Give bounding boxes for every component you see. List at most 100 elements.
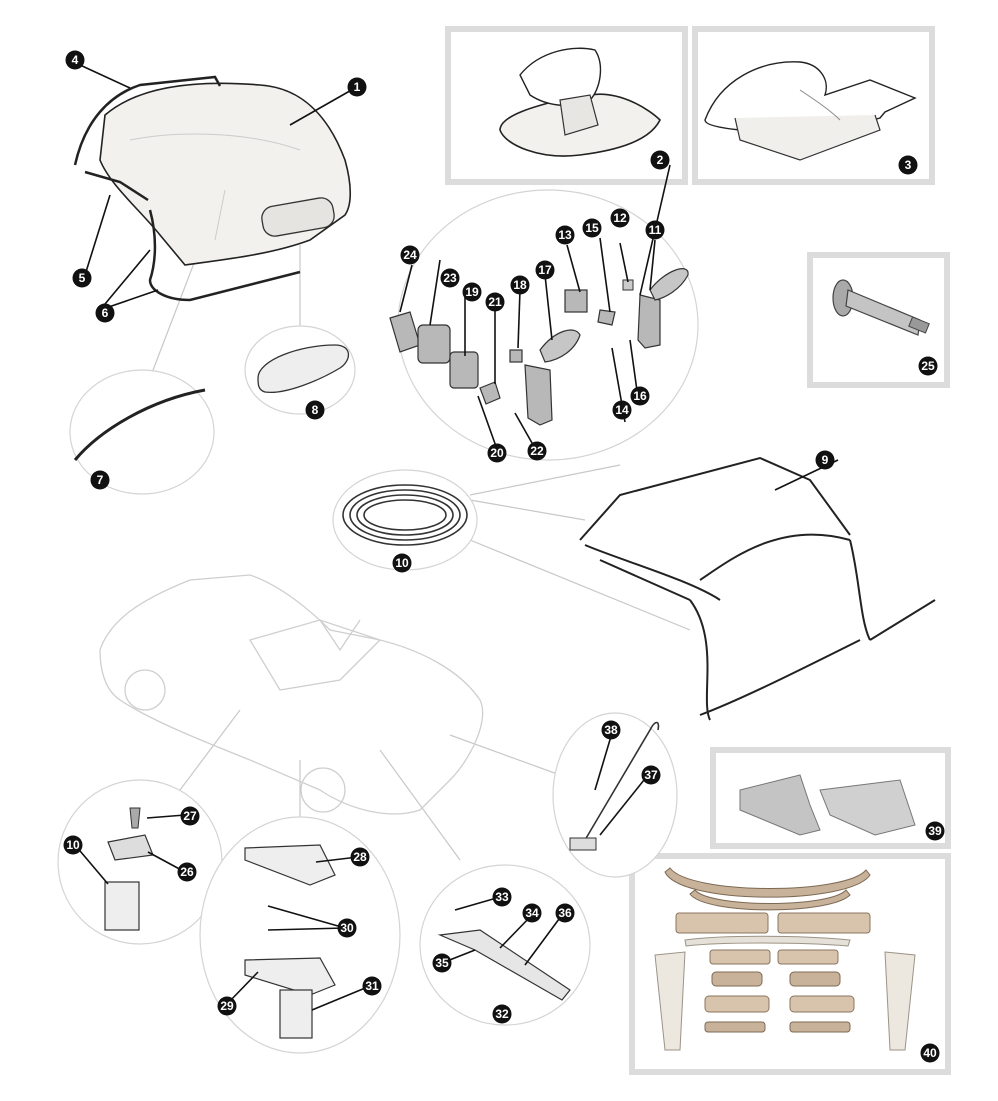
callout-dot — [815, 450, 835, 470]
callout-c6: 6 — [95, 303, 115, 323]
callout-label: 10 — [66, 838, 80, 852]
callout-c26: 26 — [177, 862, 197, 882]
catch — [569, 837, 597, 851]
tonneau-cover-part-3 — [704, 61, 917, 161]
bracket-left — [739, 774, 821, 836]
panel-part-2 — [445, 26, 688, 185]
callout-c10a: 10 — [392, 553, 412, 573]
callout-dot — [555, 903, 575, 923]
callout-label: 20 — [490, 446, 504, 460]
callout-label: 10 — [395, 556, 409, 570]
callout-dot — [601, 720, 621, 740]
callout-dot — [63, 835, 83, 855]
callout-label: 8 — [312, 403, 319, 417]
callout-dot — [535, 260, 555, 280]
panel-part-39 — [710, 747, 951, 849]
callout-c1: 1 — [347, 77, 367, 97]
callout-label: 2 — [657, 153, 664, 167]
callout-c7: 7 — [90, 470, 110, 490]
callout-c4: 4 — [65, 50, 85, 70]
callout-dot — [337, 918, 357, 938]
callout-label: 33 — [495, 890, 509, 904]
callout-dot — [400, 245, 420, 265]
callout-dot — [72, 268, 92, 288]
soft-top-cover — [99, 82, 352, 266]
callout-label: 11 — [649, 223, 662, 237]
car-outline — [99, 574, 484, 815]
callout-label: 14 — [615, 403, 629, 417]
callout-dot — [510, 275, 530, 295]
callout-label: 34 — [525, 906, 539, 920]
callout-c24: 24 — [400, 245, 420, 265]
pivot-pin-part-25 — [832, 279, 930, 336]
seal-strips — [73, 75, 301, 302]
callout-c8: 8 — [305, 400, 325, 420]
callout-label: 4 — [72, 53, 79, 67]
callout-arrows — [74, 64, 839, 1011]
strap — [437, 929, 571, 1001]
callout-dot — [650, 150, 670, 170]
callout-c11: 11 — [645, 220, 665, 240]
callout-dot — [492, 887, 512, 907]
callout-c29: 29 — [217, 996, 237, 1016]
bubble-parts-37-38 — [552, 712, 678, 878]
callout-dot — [95, 303, 115, 323]
callout-dot — [347, 77, 367, 97]
callout-c13: 13 — [555, 225, 575, 245]
hood-bag-part-2 — [499, 47, 661, 157]
callout-c5: 5 — [72, 268, 92, 288]
callout-dot — [641, 765, 661, 785]
wood-kit-part-40 — [654, 867, 916, 1051]
callout-c31: 31 — [362, 976, 382, 996]
callout-c35: 35 — [432, 953, 452, 973]
panel-part-40 — [629, 853, 951, 1075]
wedge-block — [104, 881, 140, 931]
callout-label: 38 — [604, 723, 618, 737]
bracket-upper — [244, 844, 336, 886]
callout-label: 18 — [513, 278, 527, 292]
latch-parts — [389, 268, 689, 426]
panel-part-25 — [807, 252, 950, 388]
callout-label: 7 — [97, 473, 104, 487]
bracket-right — [819, 779, 916, 836]
panel-part-3 — [692, 26, 935, 185]
callout-dot — [610, 208, 630, 228]
callout-dot — [350, 847, 370, 867]
callout-label: 19 — [465, 285, 479, 299]
callout-label: 1 — [354, 80, 361, 94]
callout-dot — [217, 996, 237, 1016]
callout-label: 24 — [403, 248, 417, 262]
callout-dot — [555, 225, 575, 245]
callout-dot — [645, 220, 665, 240]
callout-dot — [392, 553, 412, 573]
callout-c30: 30 — [337, 918, 357, 938]
callout-label: 21 — [488, 295, 502, 309]
callout-c40: 40 — [920, 1043, 940, 1063]
callout-dot — [630, 386, 650, 406]
callout-label: 36 — [558, 906, 572, 920]
callout-dot — [918, 356, 938, 376]
callout-dot — [485, 292, 505, 312]
callout-label: 27 — [183, 809, 197, 823]
callout-dot — [177, 862, 197, 882]
callout-label: 3 — [905, 158, 912, 172]
callout-dot — [492, 1004, 512, 1024]
callout-c15: 15 — [582, 218, 602, 238]
callout-c2: 2 — [650, 150, 670, 170]
callout-dot — [612, 400, 632, 420]
callout-c36: 36 — [555, 903, 575, 923]
callout-label: 29 — [220, 999, 234, 1013]
callout-dot — [432, 953, 452, 973]
callout-c39: 39 — [925, 821, 945, 841]
callout-c3: 3 — [898, 155, 918, 175]
callout-label: 15 — [585, 221, 599, 235]
callout-dot — [522, 903, 542, 923]
callout-label: 35 — [435, 956, 449, 970]
callout-dot — [487, 443, 507, 463]
callout-label: 13 — [558, 228, 572, 242]
callout-c14: 14 — [612, 400, 632, 420]
bubble-parts-26-27 — [57, 779, 223, 945]
callout-c19: 19 — [462, 282, 482, 302]
